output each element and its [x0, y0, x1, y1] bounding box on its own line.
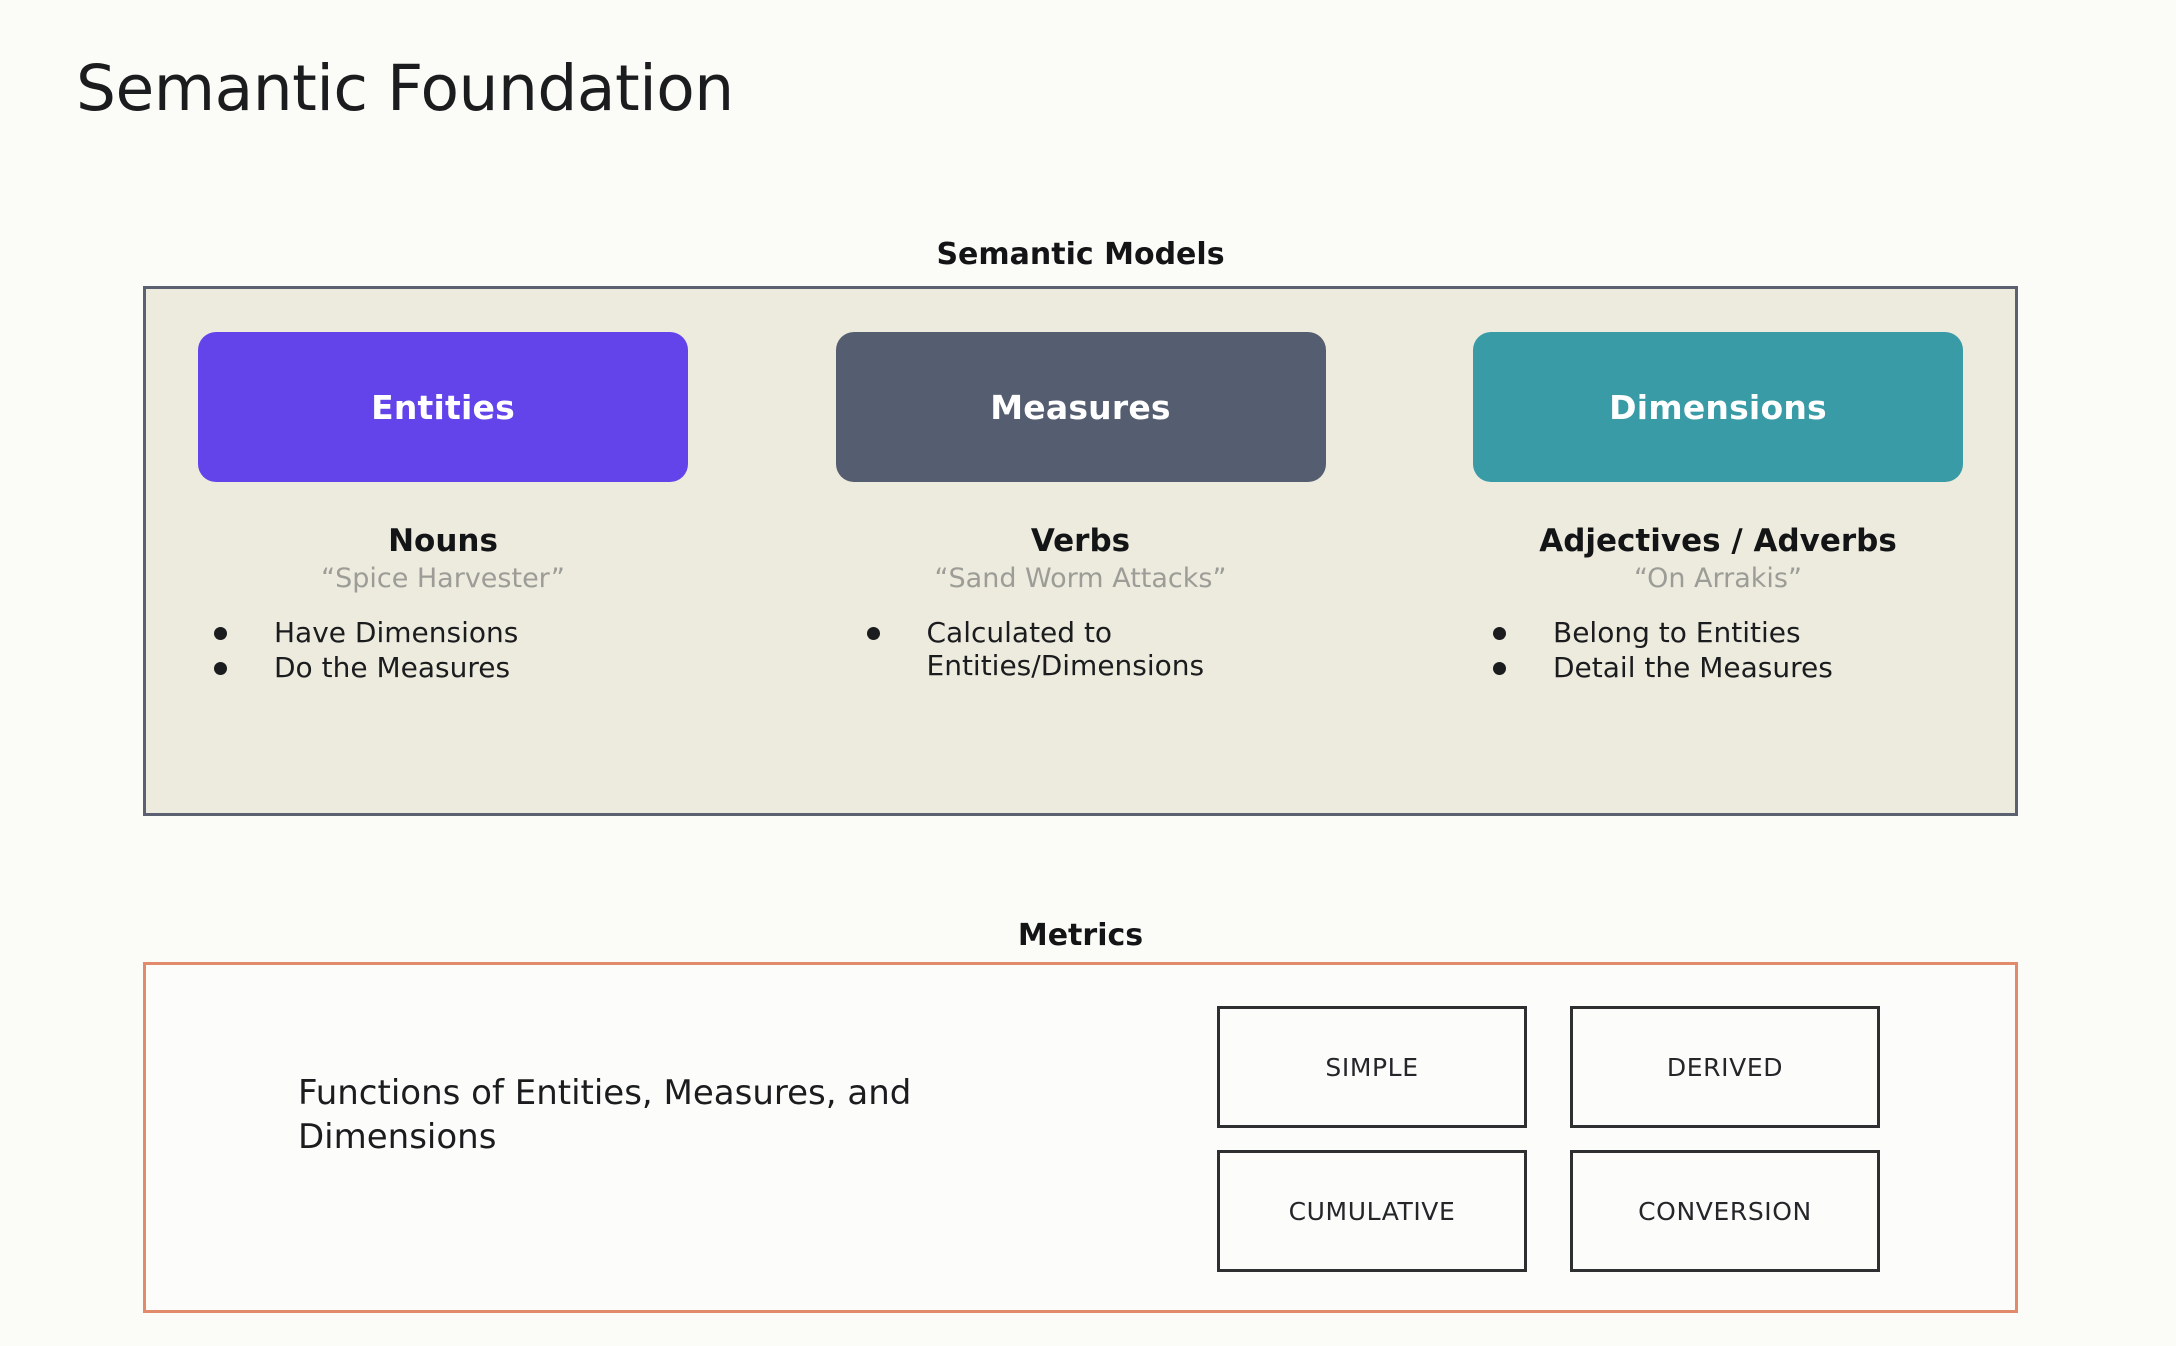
list-item: Do the Measures: [214, 651, 704, 684]
dimensions-bullet-text: Belong to Entities: [1553, 615, 1801, 649]
entities-bullet-text: Do the Measures: [274, 650, 511, 684]
metrics-type-grid: SIMPLE DERIVED CUMULATIVE CONVERSION: [1217, 1006, 1897, 1272]
dimensions-bullet-text: Detail the Measures: [1553, 650, 1833, 684]
bullet-dot-icon: [1493, 626, 1506, 640]
bullet-dot-icon: [1493, 661, 1506, 675]
entities-bullet-list: Have Dimensions Do the Measures: [182, 616, 704, 686]
semantic-column-dimensions: Dimensions Adjectives / Adverbs “On Arra…: [1473, 332, 1963, 686]
list-item: Calculated to Entities/Dimensions: [866, 615, 1357, 682]
entities-pill-label: Entities: [371, 387, 515, 427]
measures-part-of-speech: Verbs: [1030, 523, 1131, 559]
metric-box-cumulative[interactable]: CUMULATIVE: [1217, 1150, 1527, 1272]
metric-box-label: DERIVED: [1666, 1052, 1784, 1082]
metrics-description: Functions of Entities, Measures, and Dim…: [298, 1073, 912, 1157]
metric-box-simple[interactable]: SIMPLE: [1217, 1006, 1527, 1128]
entities-example: “Spice Harvester”: [321, 563, 565, 595]
measures-bullet-text: Calculated to Entities/Dimensions: [926, 615, 1205, 682]
bullet-dot-icon: [866, 626, 880, 640]
measures-pill-label: Measures: [990, 387, 1171, 427]
metrics-panel: Functions of Entities, Measures, and Dim…: [143, 962, 2018, 1313]
semantic-models-panel: Entities Nouns “Spice Harvester” Have Di…: [143, 286, 2018, 816]
metric-box-label: SIMPLE: [1325, 1052, 1419, 1082]
entities-bullet-text: Have Dimensions: [274, 615, 519, 649]
list-item: Belong to Entities: [1493, 616, 1983, 649]
list-item: Have Dimensions: [214, 616, 704, 649]
bullet-dot-icon: [214, 626, 227, 640]
metric-box-label: CUMULATIVE: [1288, 1196, 1456, 1226]
measures-example: “Sand Worm Attacks”: [934, 563, 1227, 595]
dimensions-bullet-list: Belong to Entities Detail the Measures: [1453, 616, 1983, 686]
entities-pill[interactable]: Entities: [198, 332, 688, 482]
semantic-models-section-label: Semantic Models: [936, 237, 1225, 272]
semantic-column-entities: Entities Nouns “Spice Harvester” Have Di…: [198, 332, 688, 686]
semantic-column-measures: Measures Verbs “Sand Worm Attacks” Calcu…: [835, 332, 1326, 684]
page-title: Semantic Foundation: [76, 52, 734, 125]
metric-box-derived[interactable]: DERIVED: [1570, 1006, 1880, 1128]
metric-box-label: CONVERSION: [1638, 1196, 1812, 1226]
metrics-section-label: Metrics: [1017, 918, 1144, 953]
dimensions-part-of-speech: Adjectives / Adverbs: [1539, 523, 1897, 559]
measures-bullet-list: Calculated to Entities/Dimensions: [805, 616, 1357, 684]
list-item: Detail the Measures: [1493, 651, 1983, 684]
dimensions-pill-label: Dimensions: [1609, 387, 1827, 427]
entities-part-of-speech: Nouns: [388, 523, 498, 559]
metric-box-conversion[interactable]: CONVERSION: [1570, 1150, 1880, 1272]
bullet-dot-icon: [214, 661, 227, 675]
dimensions-example: “On Arrakis”: [1634, 563, 1802, 595]
dimensions-pill[interactable]: Dimensions: [1473, 332, 1963, 482]
measures-pill[interactable]: Measures: [835, 332, 1326, 482]
